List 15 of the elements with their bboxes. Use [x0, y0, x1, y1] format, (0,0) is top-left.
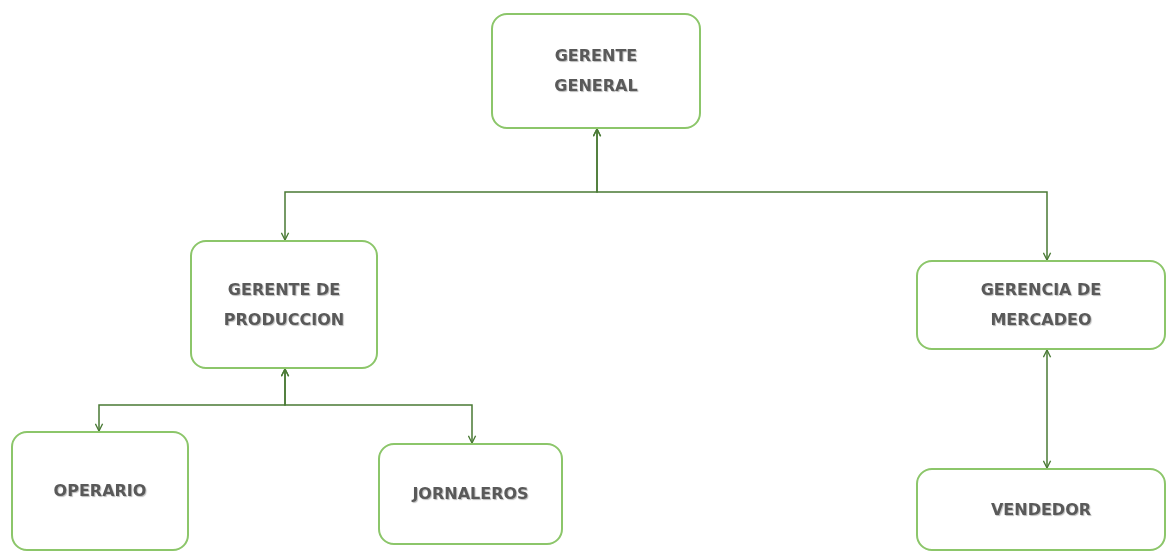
org-box [11, 431, 189, 551]
org-box [916, 260, 1166, 350]
org-box [916, 468, 1166, 551]
org-box [491, 13, 701, 129]
role-label: GERENTE DE PRODUCCION [222, 278, 346, 331]
org-box [378, 443, 563, 545]
role-label: VENDEDOR [989, 498, 1093, 521]
role-label: GERENTE GENERAL [553, 45, 639, 97]
role-label: JORNALEROS [410, 483, 530, 505]
role-label: GERENCIA DE MERCADEO [979, 279, 1103, 331]
connector-arrow [592, 128, 1052, 261]
org-box [190, 240, 378, 369]
connector-arrow [1042, 349, 1052, 469]
role-label: OPERARIO [52, 480, 148, 502]
connector-arrow [280, 368, 477, 444]
